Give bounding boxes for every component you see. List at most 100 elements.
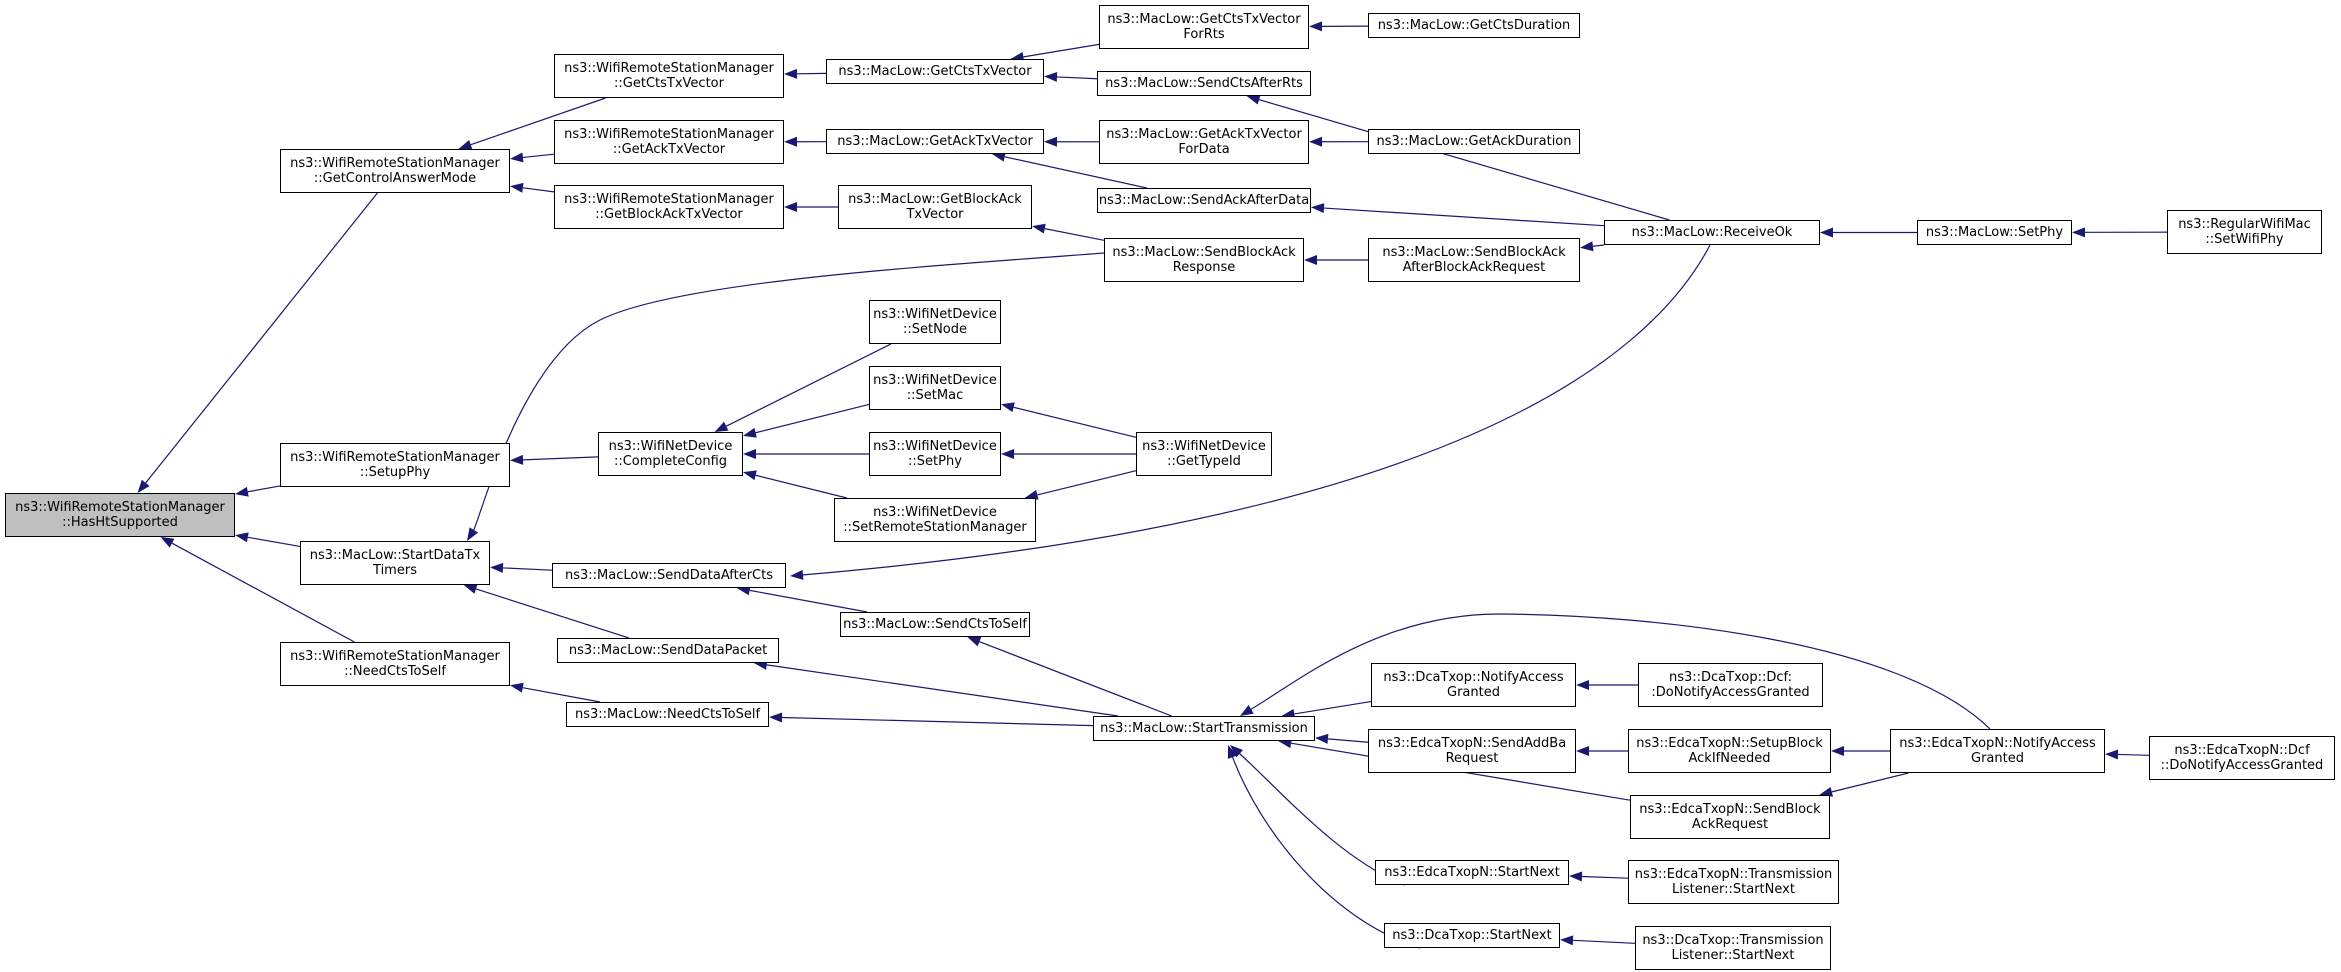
node-edcaStartNext[interactable]: ns3::EdcaTxopN::StartNext	[1375, 860, 1569, 885]
node-label-line: ns3::WifiNetDevice	[873, 373, 997, 388]
node-label-line: ::SetNode	[902, 322, 968, 337]
edge-receiveOk-to-sendBlockAckAfterBar	[1592, 244, 1605, 247]
edge-completeConfig-to-setupPhy-arrowhead	[510, 454, 524, 465]
node-getAckDuration[interactable]: ns3::MacLow::GetAckDuration	[1368, 129, 1580, 154]
node-dcfDoNotifyAccessGranted[interactable]: ns3::DcaTxop::Dcf::DoNotifyAccessGranted	[1638, 663, 1823, 707]
edge-dcaTransmissionListenerStartNext-to-dcaStartNext	[1572, 939, 1636, 944]
node-sendCtsToSelf[interactable]: ns3::MacLow::SendCtsToSelf	[840, 612, 1030, 637]
node-label-line: ns3::MacLow::GetAckTxVector	[1106, 127, 1302, 142]
edge-sendAckAfterData-to-getAckTxVectorMac-arrowhead	[991, 151, 1006, 162]
node-sendDataPacket[interactable]: ns3::MacLow::SendDataPacket	[557, 638, 779, 663]
node-startTransmission[interactable]: ns3::MacLow::StartTransmission	[1093, 716, 1315, 741]
node-completeConfig[interactable]: ns3::WifiNetDevice::CompleteConfig	[598, 432, 743, 476]
node-getAckTxVectorRsm[interactable]: ns3::WifiRemoteStationManager::GetAckTxV…	[554, 120, 784, 164]
node-sendDataAfterCts[interactable]: ns3::MacLow::SendDataAfterCts	[552, 563, 786, 588]
edge-getAckDuration-to-getAckTxVectorForData-arrowhead	[1309, 136, 1323, 147]
edge-getBlockAckTxVectorMac-to-getBlockAckTxVectorRsm-arrowhead	[784, 202, 797, 212]
node-label-line: ns3::MacLow::StartTransmission	[1100, 721, 1308, 736]
edge-getTypeId-to-setRemoteStationManager	[1037, 470, 1137, 496]
node-label-line: ns3::WifiRemoteStationManager	[15, 500, 225, 515]
edge-getAckTxVectorRsm-to-getControlAnswerMode	[522, 153, 555, 159]
edge-dcfDoNotifyAccessGranted-to-dcaNotifyAccessGranted-arrowhead	[1576, 680, 1589, 690]
node-setupPhy[interactable]: ns3::WifiRemoteStationManager::SetupPhy	[280, 443, 510, 487]
edge-receiveOk-to-sendAckAfterData	[1323, 207, 1605, 227]
node-label-line: ns3::WifiRemoteStationManager	[290, 450, 500, 465]
node-label-line: ::DoNotifyAccessGranted	[2160, 758, 2324, 773]
edge-edcaStartNext-to-startTransmission-arrowhead	[1230, 745, 1244, 758]
node-setNode[interactable]: ns3::WifiNetDevice::SetNode	[869, 300, 1001, 344]
edge-setNode-to-completeConfig	[725, 343, 892, 427]
node-getBlockAckTxVectorRsm[interactable]: ns3::WifiRemoteStationManager::GetBlockA…	[554, 185, 784, 229]
edge-receiveOk-to-sendDataAfterCts	[801, 244, 1711, 576]
node-label-line: ns3::MacLow::GetCtsDuration	[1377, 18, 1571, 33]
node-setPhyDev[interactable]: ns3::WifiNetDevice::SetPhy	[869, 432, 1001, 476]
node-edcaDcfDoNotifyAccessGranted[interactable]: ns3::EdcaTxopN::Dcf::DoNotifyAccessGrant…	[2149, 736, 2335, 780]
edge-edcaSendAddBaRequest-to-startTransmission-arrowhead	[1315, 733, 1329, 744]
node-label-line: Granted	[1971, 751, 2024, 766]
node-regularWifiMacSetWifiPhy[interactable]: ns3::RegularWifiMac::SetWifiPhy	[2167, 210, 2322, 254]
edge-edcaNotifyAccessGranted-to-edcaSendBlockAckRequest	[1831, 772, 1909, 793]
edge-needCtsToSelfRsm-to-root-arrowhead	[160, 537, 175, 548]
node-label-line: ns3::WifiNetDevice	[873, 439, 997, 454]
node-setMac[interactable]: ns3::WifiNetDevice::SetMac	[869, 366, 1001, 410]
node-label-line: ::GetAckTxVector	[612, 142, 726, 157]
node-dcaStartNext[interactable]: ns3::DcaTxop::StartNext	[1384, 923, 1560, 948]
node-needCtsToSelfRsm[interactable]: ns3::WifiRemoteStationManager::NeedCtsTo…	[280, 642, 510, 686]
node-label-line: ns3::MacLow::GetAckDuration	[1376, 134, 1572, 149]
edge-edcaNotifyAccessGranted-to-startTransmission	[1249, 613, 1991, 730]
node-getCtsTxVectorRsm[interactable]: ns3::WifiRemoteStationManager::GetCtsTxV…	[554, 54, 784, 98]
edge-edcaNotifyAccessGranted-to-startTransmission-arrowhead	[1240, 705, 1254, 716]
edge-startDataTxTimers-to-root-arrowhead	[235, 532, 249, 543]
edge-sendDataPacket-to-startDataTxTimers-arrowhead	[463, 584, 478, 594]
edge-edcaSendAddBaRequest-to-startTransmission	[1327, 738, 1369, 743]
node-label-line: ::HasHtSupported	[62, 515, 178, 530]
edge-getAckTxVectorRsm-to-getControlAnswerMode-arrowhead	[510, 152, 524, 163]
edge-setRemoteStationManager-to-completeConfig	[755, 474, 847, 499]
node-macLowSetPhy[interactable]: ns3::MacLow::SetPhy	[1917, 220, 2072, 245]
node-getTypeId[interactable]: ns3::WifiNetDevice::GetTypeId	[1136, 432, 1272, 476]
edge-sendDataAfterCts-to-startDataTxTimers-arrowhead	[490, 562, 504, 573]
node-label-line: ns3::MacLow::SendDataAfterCts	[565, 568, 773, 583]
node-getAckTxVectorMac[interactable]: ns3::MacLow::GetAckTxVector	[826, 129, 1044, 154]
node-setRemoteStationManager[interactable]: ns3::WifiNetDevice::SetRemoteStationMana…	[834, 498, 1036, 542]
node-label-line: ns3::MacLow::SetPhy	[1925, 225, 2064, 240]
node-label-line: ns3::WifiNetDevice	[1142, 439, 1266, 454]
edge-getAckTxVectorForData-to-getAckTxVectorMac-arrowhead	[1044, 136, 1058, 147]
edge-startTransmission-to-needCtsToSelfMac-arrowhead	[769, 712, 783, 723]
node-sendAckAfterData[interactable]: ns3::MacLow::SendAckAfterData	[1097, 188, 1311, 213]
edge-getBlockAckTxVectorRsm-to-getControlAnswerMode	[522, 187, 555, 193]
node-label-line: Timers	[373, 563, 417, 578]
node-receiveOk[interactable]: ns3::MacLow::ReceiveOk	[1604, 220, 1820, 245]
node-sendCtsAfterRts[interactable]: ns3::MacLow::SendCtsAfterRts	[1097, 71, 1311, 96]
edge-sendDataAfterCts-to-startDataTxTimers	[502, 567, 553, 571]
edge-startTransmission-to-sendDataPacket	[766, 664, 1119, 717]
node-needCtsToSelfMac[interactable]: ns3::MacLow::NeedCtsToSelf	[566, 702, 769, 727]
edge-sendAckAfterData-to-getAckTxVectorMac	[1004, 156, 1148, 189]
edge-edcaDcfDoNotifyAccessGranted-to-edcaNotifyAccessGranted	[2117, 753, 2150, 756]
node-getControlAnswerMode[interactable]: ns3::WifiRemoteStationManager::GetContro…	[280, 149, 510, 193]
edge-sendCtsAfterRts-to-getCtsTxVectorMac-arrowhead	[1044, 71, 1058, 82]
node-getCtsDuration[interactable]: ns3::MacLow::GetCtsDuration	[1368, 13, 1580, 38]
edge-dcaTransmissionListenerStartNext-to-dcaStartNext-arrowhead	[1560, 935, 1574, 946]
node-label-line: ForRts	[1183, 27, 1225, 42]
edge-getTypeId-to-setMac-arrowhead	[1001, 402, 1015, 413]
node-label-line: ns3::WifiNetDevice	[608, 439, 733, 454]
edge-setMac-to-completeConfig-arrowhead	[743, 427, 757, 438]
edge-receiveOk-to-sendBlockAckAfterBar-arrowhead	[1580, 241, 1594, 252]
node-label-line: ns3::DcaTxop::Dcf:	[1668, 670, 1793, 685]
node-getCtsTxVectorMac[interactable]: ns3::MacLow::GetCtsTxVector	[826, 59, 1044, 84]
node-label-line: ns3::MacLow::GetBlockAck	[848, 192, 1022, 207]
